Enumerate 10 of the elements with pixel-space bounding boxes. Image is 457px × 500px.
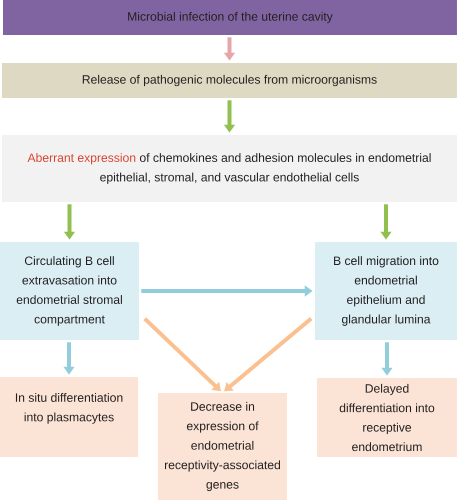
arrow: [224, 317, 312, 392]
process-box: Circulating B cell extravasation into endometrial stromal compartment: [0, 242, 139, 340]
process-box: Aberrant expression of chemokines and adhesion molecules in endometrial epithelial, stromal, and vascular endothelial cells: [2, 135, 457, 202]
process-box: In situ differentiation into plasmacytes: [0, 377, 138, 457]
process-box: Microbial infection of the uterine cavity: [3, 0, 457, 35]
process-box: Release of pathogenic molecules from microorganisms: [2, 63, 457, 98]
arrow: [143, 317, 221, 392]
process-box: B cell migration into endometrial epithelium and glandular lumina: [315, 242, 457, 340]
process-box: Delayed differentiation into receptive endometrium: [317, 378, 457, 457]
process-box: Decrease in expression of endometrial receptivity-associated genes: [158, 393, 287, 500]
